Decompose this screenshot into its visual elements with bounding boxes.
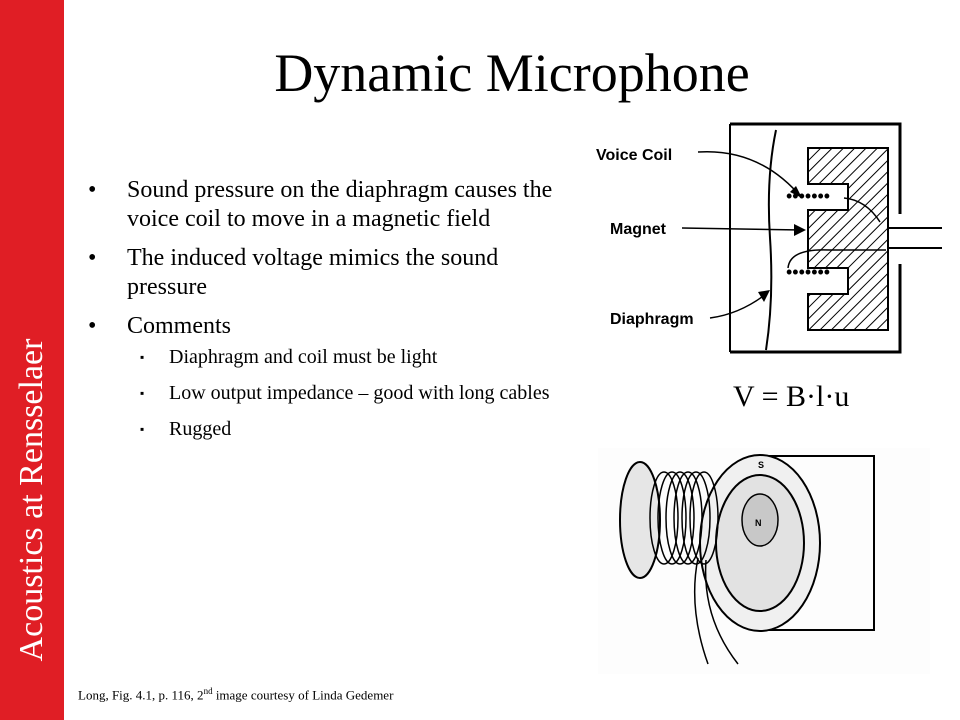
bullet-list: • Sound pressure on the diaphragm causes… (88, 176, 568, 453)
sub-bullet-list: ▪ Diaphragm and coil must be light ▪ Low… (127, 345, 568, 442)
bullet-marker: • (88, 313, 97, 339)
diaphragm-arrow (709, 293, 767, 319)
slide-title: Dynamic Microphone (274, 43, 750, 103)
sidebar-label: Acoustics at Rensselaer (13, 338, 50, 662)
bullet-text: Sound pressure on the diaphragm causes t… (127, 177, 553, 232)
magnet-arrow (681, 227, 803, 231)
lead-wire (693, 557, 709, 665)
magnet-structure (807, 147, 889, 331)
voice-coil-arrow (697, 150, 803, 199)
voice-coil-dots: ••••••• (786, 186, 830, 206)
bullet-item: • Sound pressure on the diaphragm causes… (88, 176, 568, 234)
magnet-label: Magnet (610, 221, 667, 238)
image-caption: Long, Fig. 4.1, p. 116, 2nd image courte… (78, 686, 393, 703)
arrowhead-icon (790, 186, 802, 198)
caption-superscript: nd (203, 686, 213, 696)
formula: V = B·l·u (733, 380, 850, 413)
north-pole-label: N (755, 518, 762, 528)
sub-bullet-item: ▪ Diaphragm and coil must be light (127, 345, 568, 370)
bullet-text: The induced voltage mimics the sound pre… (127, 245, 499, 300)
voice-coil-dots: ••••••• (786, 262, 830, 282)
sub-bullet-text: Diaphragm and coil must be light (169, 346, 438, 368)
coil-lead (843, 197, 881, 223)
square-bullet-icon: ▪ (140, 386, 145, 400)
square-bullet-icon: ▪ (140, 422, 145, 436)
microphone-cross-section-diagram: ••••••• ••••••• Voice Coil Magnet Diaphr… (596, 122, 942, 354)
voice-coil-label: Voice Coil (596, 147, 672, 164)
sub-bullet-item: ▪ Low output impedance – good with long … (127, 381, 568, 406)
diaphragm-label: Diaphragm (610, 311, 694, 328)
bullet-item: • The induced voltage mimics the sound p… (88, 244, 568, 302)
sidebar: Acoustics at Rensselaer (0, 0, 64, 720)
magnet-pole (741, 493, 779, 547)
cylinder-body (756, 455, 875, 631)
caption-text-end: image courtesy of Linda Gedemer (212, 687, 394, 703)
coil-lead (787, 249, 886, 269)
diaphragm-disk (619, 461, 661, 579)
microphone-exploded-diagram: N S (598, 448, 930, 674)
caption-text-start: Long, Fig. 4.1, p. 116, 2 (78, 687, 204, 703)
arrowhead-icon (758, 290, 770, 302)
housing-outline (730, 122, 902, 354)
sub-bullet-text: Rugged (169, 418, 232, 440)
bullet-item: • Comments ▪ Diaphragm and coil must be … (88, 312, 568, 442)
square-bullet-icon: ▪ (140, 350, 145, 364)
voice-coil-windings (649, 471, 719, 565)
arrowhead-icon (794, 224, 806, 236)
sub-bullet-text: Low output impedance – good with long ca… (169, 382, 550, 404)
sub-bullet-item: ▪ Rugged (127, 417, 568, 442)
bullet-marker: • (88, 245, 97, 271)
lead-wire (704, 559, 739, 665)
bullet-text: Comments (127, 313, 232, 339)
diaphragm-curve (765, 129, 777, 351)
south-pole-label: S (758, 460, 764, 470)
bullet-marker: • (88, 177, 97, 203)
